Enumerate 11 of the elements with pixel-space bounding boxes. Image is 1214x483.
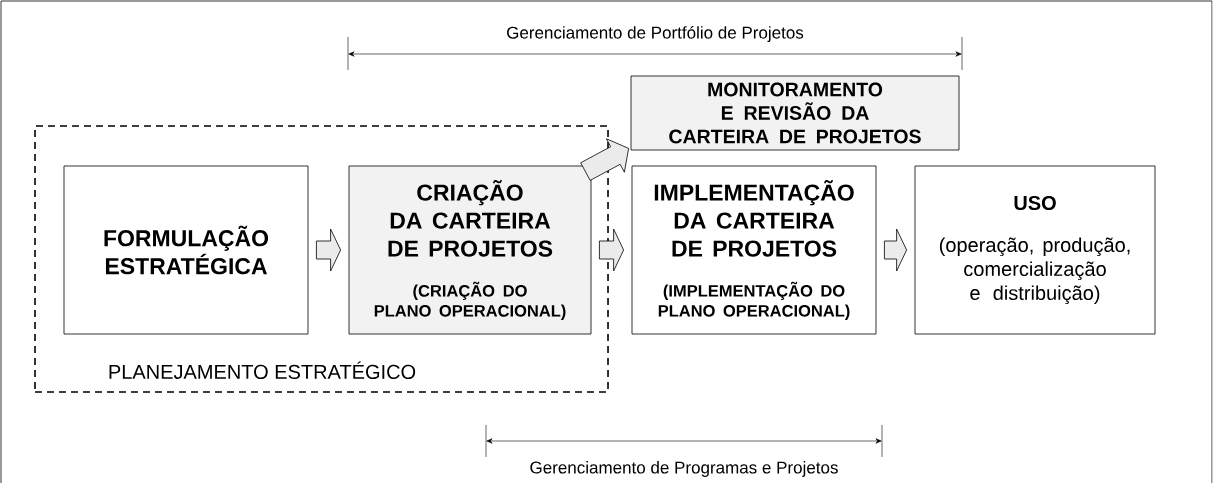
- process-box: FORMULAÇÃO ESTRATÉGICA: [63, 165, 309, 335]
- block-arrow: [884, 228, 907, 272]
- block-arrow: [580, 138, 629, 181]
- process-box: MONITORAMENTO E REVISÃO DA CARTEIRA DE PROJETOS: [630, 75, 960, 151]
- process-box: IMPLEMENTAÇÃO DA CARTEIRA DE PROJETOS (IMPLEMENTAÇÃO DO PLANO OPERACIONAL): [631, 165, 877, 335]
- dimension-label: Gerenciamento de Programas e Projetos: [530, 461, 838, 477]
- process-box: CRIAÇÃO DA CARTEIRA DE PROJETOS (CRIAÇÃO DO PLANO OPERACIONAL): [348, 165, 592, 335]
- dimension-label: Gerenciamento de Portfólio de Projetos: [507, 26, 804, 43]
- block-arrow: [316, 228, 341, 272]
- block-arrow: [599, 228, 624, 272]
- process-box: USO (operação, produção, comercialização e distribuição): [914, 165, 1156, 335]
